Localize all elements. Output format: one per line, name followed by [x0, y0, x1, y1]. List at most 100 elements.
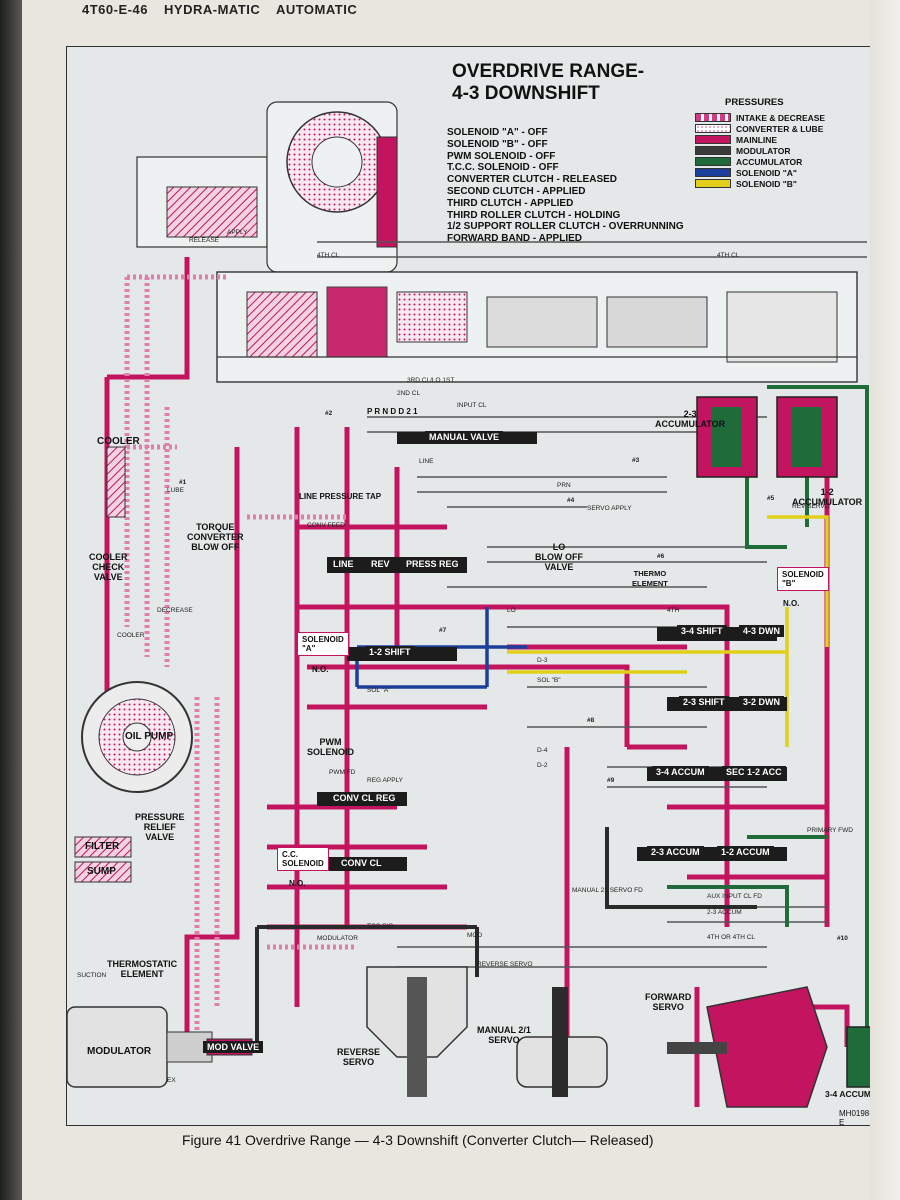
dwn-4-3-label: 4-3 DWN — [739, 625, 785, 637]
transmission-case-top — [136, 101, 398, 273]
checkball-label: #5 — [767, 495, 775, 502]
legend-label: SOLENOID "A" — [736, 167, 797, 178]
line-valve-label: LINE — [329, 558, 358, 570]
legend-swatch — [695, 168, 731, 177]
second-cl-passage-label: 2ND CL — [397, 390, 421, 397]
forward-servo-label: FORWARD SERVO — [645, 992, 692, 1012]
cooler-check-valve-label: COOLER CHECK VALVE — [89, 552, 128, 582]
solenoid-b-passages — [507, 515, 829, 747]
legend-title: PRESSURES — [725, 97, 784, 108]
checkball-label: #4 — [567, 497, 575, 504]
sol-b-passage-label: SOL "B" — [537, 677, 561, 684]
third-cl-lo1st-passage-label: 3RD CL/LO 1ST — [407, 377, 455, 384]
apply-passage-label: APPLY — [227, 229, 248, 236]
checkball-label: #2 — [325, 410, 333, 417]
diagram-title: OVERDRIVE RANGE- 4-3 DOWNSHIFT — [452, 61, 644, 105]
d2-passage-label: D-2 — [537, 762, 548, 769]
cooler-body — [106, 446, 126, 518]
oil-pump-body — [81, 681, 193, 793]
modulator-label: MODULATOR — [87, 1046, 152, 1057]
title-line-1: OVERDRIVE RANGE- — [452, 61, 645, 82]
d3-passage-label: D-3 — [537, 657, 548, 664]
tcc-sig-passage-label: TCC SIG — [367, 923, 394, 930]
section-name: AUTOMATIC — [275, 2, 358, 17]
legend-item: CONVERTER & LUBE — [695, 123, 825, 134]
sec-1-2-acc-label: SEC 1-2 ACC — [722, 766, 786, 778]
legend-label: SOLENOID "B" — [736, 178, 797, 189]
aux-input-cl-fd-passage-label: AUX INPUT CL FD — [707, 893, 762, 900]
conv-cl-reg-label: CONV CL REG — [329, 792, 400, 804]
dwn-3-2-label: 3-2 DWN — [739, 696, 785, 708]
release-passage-label: RELEASE — [189, 237, 219, 244]
fourth-cl-passage-label-2: 4TH CL — [717, 252, 740, 259]
accum-1-2-label: 1-2 ACCUM — [717, 846, 774, 858]
accumulator-1-2-body — [776, 396, 838, 478]
legend-item: ACCUMULATOR — [695, 156, 825, 167]
reg-apply-passage-label: REG APPLY — [367, 777, 404, 784]
manual-valve-label: MANUAL VALVE — [425, 431, 504, 443]
thermo-element-label: THERMO ELEMENT — [632, 569, 668, 588]
legend-item: MAINLINE — [695, 134, 825, 145]
accum-2-3-label: 2-3 ACCUM — [647, 846, 704, 858]
manual-page: 4T60-E-46 HYDRA-MATIC AUTOMATIC — [22, 0, 900, 1200]
accumulator-2-3-label: 2-3 ACCUMULATOR — [655, 409, 726, 429]
reverse-servo-passage-label: REVERSE SERVO — [477, 961, 533, 968]
title-line-2: 4-3 DOWNSHIFT — [452, 83, 600, 104]
modulator-passages — [255, 827, 757, 1047]
component-state-item: PWM SOLENOID - OFF — [447, 150, 556, 162]
solenoid-a-state: N.O. — [312, 665, 329, 674]
checkball-label: #10 — [837, 935, 848, 942]
legend-item: INTAKE & DECREASE — [695, 112, 825, 123]
component-state-item: SECOND CLUTCH - APPLIED — [447, 185, 586, 197]
mod-valve-label: MOD VALVE — [203, 1041, 264, 1053]
legend-label: CONVERTER & LUBE — [736, 123, 824, 134]
line-passage-label: LINE — [419, 458, 434, 465]
component-state-item: T.C.C. SOLENOID - OFF — [447, 162, 559, 174]
manual-21-servo-fd-passage-label: MANUAL 21 SERVO FD — [572, 887, 643, 894]
legend-swatch — [695, 124, 731, 133]
legend-swatch — [695, 179, 731, 188]
legend-item: SOLENOID "A" — [695, 167, 825, 178]
component-state-item: CONVERTER CLUTCH - RELEASED — [447, 174, 618, 186]
page-header: 4T60-E-46 HYDRA-MATIC AUTOMATIC — [82, 2, 369, 17]
cc-solenoid-label: C.C. SOLENOID — [277, 847, 329, 871]
legend-label: MODULATOR — [736, 145, 791, 156]
servo-apply-passage-label: SERVO APPLY — [587, 505, 632, 512]
accumulator-3-4-label: 3-4 ACCUMULATOR — [825, 1089, 898, 1099]
sump-label: SUMP — [87, 866, 116, 877]
converter-lube-passages — [124, 274, 357, 1047]
legend-label: MAINLINE — [736, 134, 778, 145]
component-state-item: 1/2 SUPPORT ROLLER CLUTCH - OVERRUNNING — [447, 221, 684, 233]
manual-21-servo-label: MANUAL 2/1 SERVO — [477, 1025, 531, 1045]
legend-item: SOLENOID "B" — [695, 178, 825, 189]
shift-2-3-label: 2-3 SHIFT — [679, 696, 729, 708]
legend-label: INTAKE & DECREASE — [736, 112, 826, 123]
thermostatic-element-label: THERMOSTATIC ELEMENT — [107, 959, 178, 979]
solenoid-a-label: SOLENOID "A" — [297, 632, 349, 656]
ex-port-label: EX — [167, 1077, 176, 1084]
component-state-item: SOLENOID "A" - OFF — [447, 127, 548, 138]
shift-3-4-label: 3-4 SHIFT — [677, 625, 727, 637]
checkball-label: #6 — [657, 553, 665, 560]
reverse-servo-label: REVERSE SERVO — [337, 1047, 381, 1067]
conv-cl-label: CONV CL — [337, 857, 386, 869]
pwm-solenoid-label: PWM SOLENOID — [307, 737, 355, 757]
page-edge-shadow — [870, 0, 900, 1200]
primary-fwd-passage-label: PRIMARY FWD — [807, 827, 853, 834]
legend-item: MODULATOR — [695, 145, 825, 156]
legend-swatch — [695, 113, 731, 122]
filter-label: FILTER — [85, 841, 120, 852]
component-state-item: THIRD ROLLER CLUTCH - HOLDING — [447, 209, 621, 221]
checkball-label: #1 — [179, 479, 187, 486]
checkball-label: #3 — [632, 457, 640, 464]
d4-passage-label: D-4 — [537, 747, 548, 754]
modulator-passage-label: MODULATOR — [317, 935, 358, 942]
legend-label: ACCUMULATOR — [736, 156, 803, 167]
decrease-passage-label: DECREASE — [157, 607, 193, 614]
cooler-passage-label: COOLER — [117, 632, 145, 639]
checkball-label: #7 — [439, 627, 447, 634]
component-state-item: THIRD CLUTCH - APPLIED — [447, 197, 574, 209]
brand-name: HYDRA-MATIC — [164, 2, 261, 17]
